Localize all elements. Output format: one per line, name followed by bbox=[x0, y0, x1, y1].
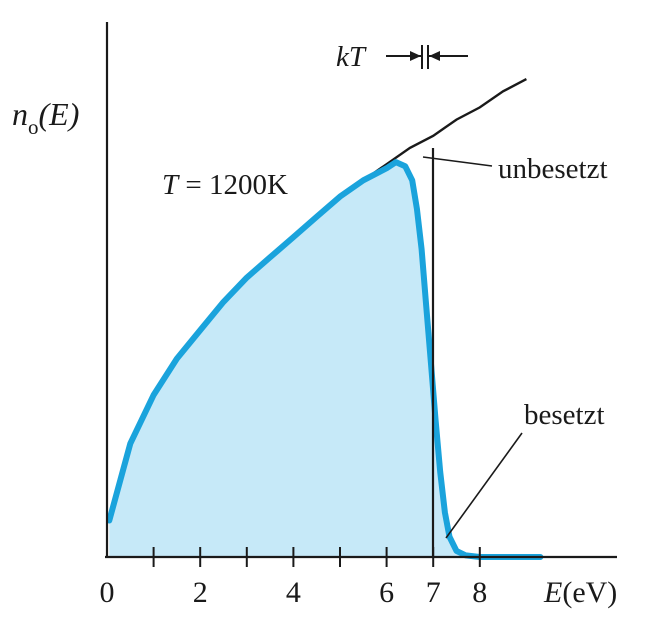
x-tick-label: 6 bbox=[379, 576, 394, 609]
unoccupied-leader-line bbox=[422, 156, 493, 167]
x-tick-label: 2 bbox=[193, 576, 208, 609]
occupied-label: besetzt bbox=[524, 399, 605, 431]
x-axis-label: E(eV) bbox=[543, 576, 617, 609]
unoccupied-label: unbesetzt bbox=[498, 153, 608, 185]
occupied-leader-line bbox=[445, 432, 523, 539]
x-tick-label: 4 bbox=[286, 576, 301, 609]
temperature-label: T = 1200K bbox=[162, 169, 288, 201]
x-tick-label: 8 bbox=[472, 576, 487, 609]
y-axis-label: no(E) bbox=[12, 96, 79, 139]
x-tick-label: 0 bbox=[100, 576, 115, 609]
x-tick-label: 7 bbox=[426, 576, 441, 609]
kt-label: kT bbox=[336, 41, 367, 73]
kt-width-marker bbox=[386, 45, 468, 69]
occupied-states-curve bbox=[106, 159, 544, 560]
